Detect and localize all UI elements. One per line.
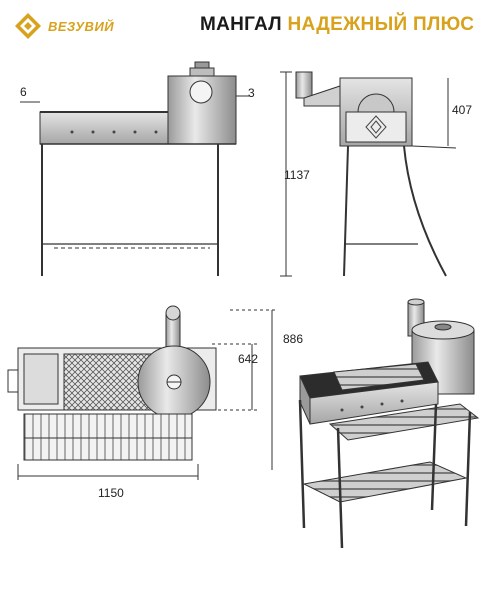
dim-stove-height: 407 — [452, 103, 473, 117]
dim-length: 1150 — [98, 486, 124, 500]
isometric-view — [298, 298, 480, 549]
top-view — [7, 305, 278, 480]
dim-overall-height: 886 — [283, 332, 304, 346]
front-view — [20, 61, 250, 276]
dim-wall-thickness: 6 — [20, 85, 27, 99]
title-accent: НАДЕЖНЫЙ ПЛЮС — [287, 14, 475, 35]
title-main: МАНГАЛ — [200, 14, 282, 35]
front-grill-body — [39, 111, 171, 145]
front-vent-holes — [70, 130, 158, 134]
dim-depth: 642 — [238, 352, 259, 366]
side-view — [280, 71, 457, 277]
top-grill-mesh — [63, 353, 153, 411]
brand-mark-icon — [15, 13, 41, 39]
page-title: МАНГАЛ НАДЕЖНЫЙ ПЛЮС — [200, 14, 474, 36]
dim-front-gap: 3 — [248, 86, 255, 100]
iso-lower-grate — [302, 461, 468, 503]
brand-logo: ВЕЗУВИЙ — [14, 10, 144, 42]
iso-shelf — [328, 403, 480, 441]
side-chimney — [295, 71, 313, 99]
dim-total-height: 1137 — [284, 168, 310, 182]
top-shelf — [23, 413, 193, 461]
brand-name: ВЕЗУВИЙ — [48, 18, 115, 34]
